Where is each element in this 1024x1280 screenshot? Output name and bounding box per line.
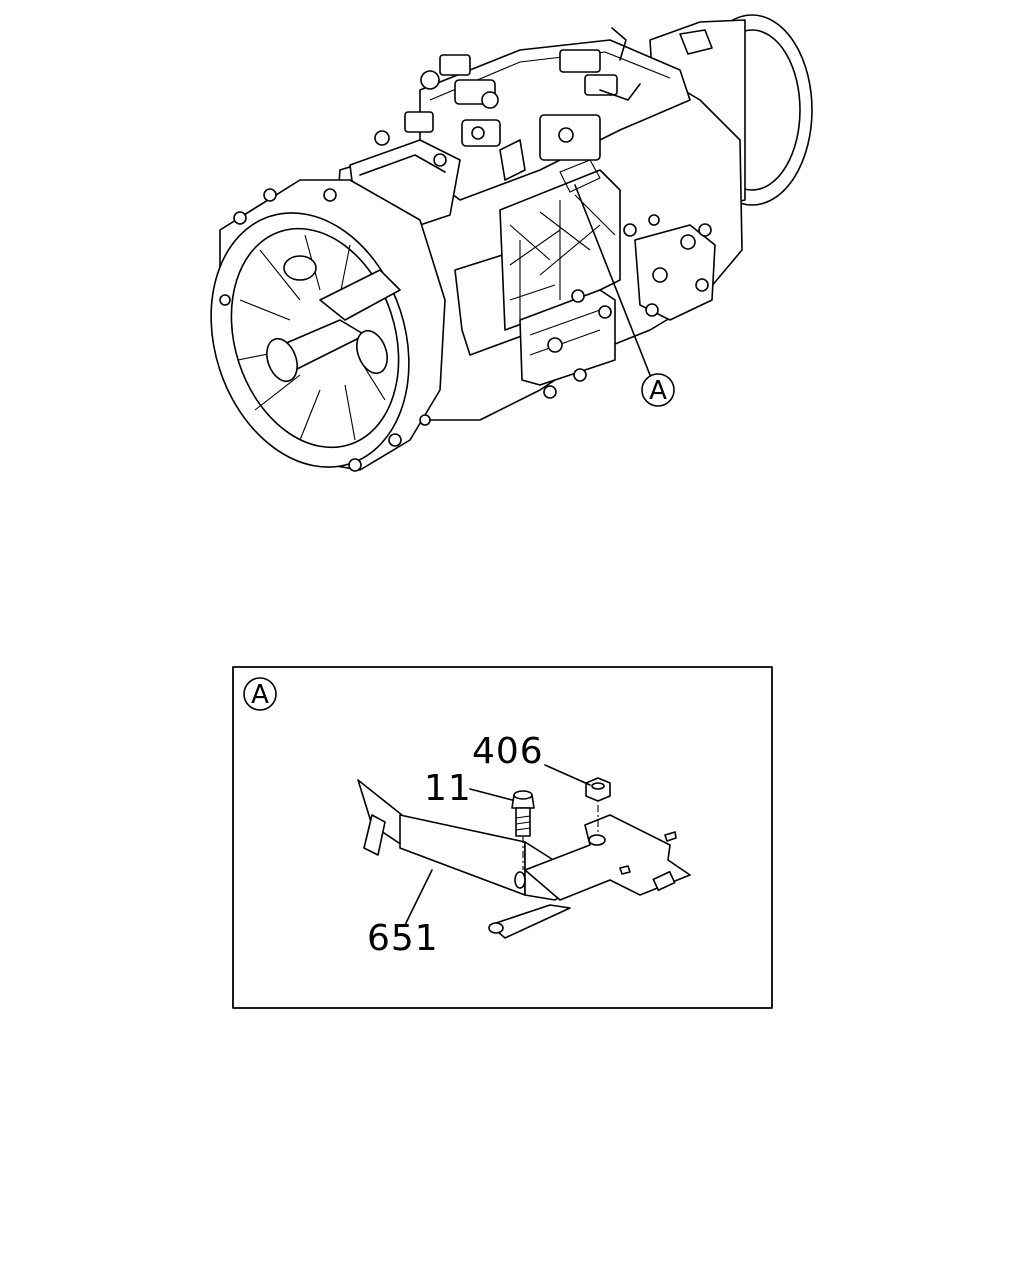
callout-leader: [574, 184, 651, 376]
nut-406-drawing: [585, 777, 611, 835]
side-cover: [623, 214, 716, 321]
ribbed-case-section: [499, 169, 621, 399]
part-number-406: 406: [472, 731, 544, 772]
shift-linkage: [404, 27, 641, 181]
bell-housing: [210, 179, 446, 472]
transmission-assembly-illustration: [210, 14, 813, 472]
detail-view-frame: [232, 666, 773, 1009]
bolt-11-drawing: [511, 790, 535, 870]
detail-view-label: A: [251, 680, 269, 710]
detail-view-callout-a: A: [243, 677, 277, 711]
part-label-651: 651: [367, 869, 439, 959]
part-label-11: 11: [424, 768, 513, 809]
part-number-11: 11: [424, 768, 472, 809]
bracket-651-drawing: [357, 779, 691, 939]
overview-callout-a: A: [641, 373, 675, 407]
overview-callout-label: A: [649, 376, 667, 406]
part-number-651: 651: [367, 918, 439, 959]
part-label-406: 406: [472, 731, 591, 786]
